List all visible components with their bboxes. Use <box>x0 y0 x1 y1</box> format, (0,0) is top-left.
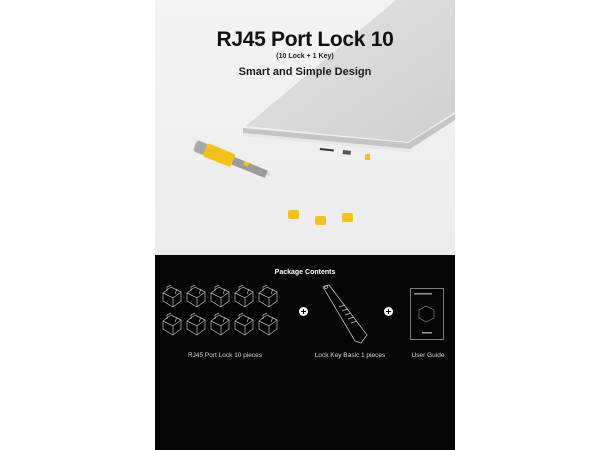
hero-section: RJ45 Port Lock 10 (10 Lock + 1 Key) Smar… <box>155 0 455 255</box>
package-contents-title: Package Contents <box>274 269 336 276</box>
lock-key-icon <box>322 284 368 344</box>
item-label-key: Lock Key Basic 1 pieces <box>314 352 386 359</box>
product-page: RJ45 Port Lock 10 (10 Lock + 1 Key) Smar… <box>155 0 455 450</box>
lock-key-photo <box>193 140 271 178</box>
tagline: Smart and Simple Design <box>238 66 372 78</box>
item-label-locks: RJ45 Port Lock 10 pieces <box>187 352 263 359</box>
page-subtitle: (10 Lock + 1 Key) <box>276 53 334 60</box>
item-label-guide: User Guide <box>411 352 445 359</box>
package-contents-section: Package Contents RJ45 Port Lock 10 piece… <box>155 255 455 450</box>
rj45-lock-icon <box>162 284 278 336</box>
page-title: RJ45 Port Lock 10 <box>216 28 394 51</box>
plus-icon <box>384 307 393 316</box>
user-guide-icon <box>410 288 444 340</box>
product-photo <box>193 0 455 225</box>
plus-icon <box>299 307 308 316</box>
